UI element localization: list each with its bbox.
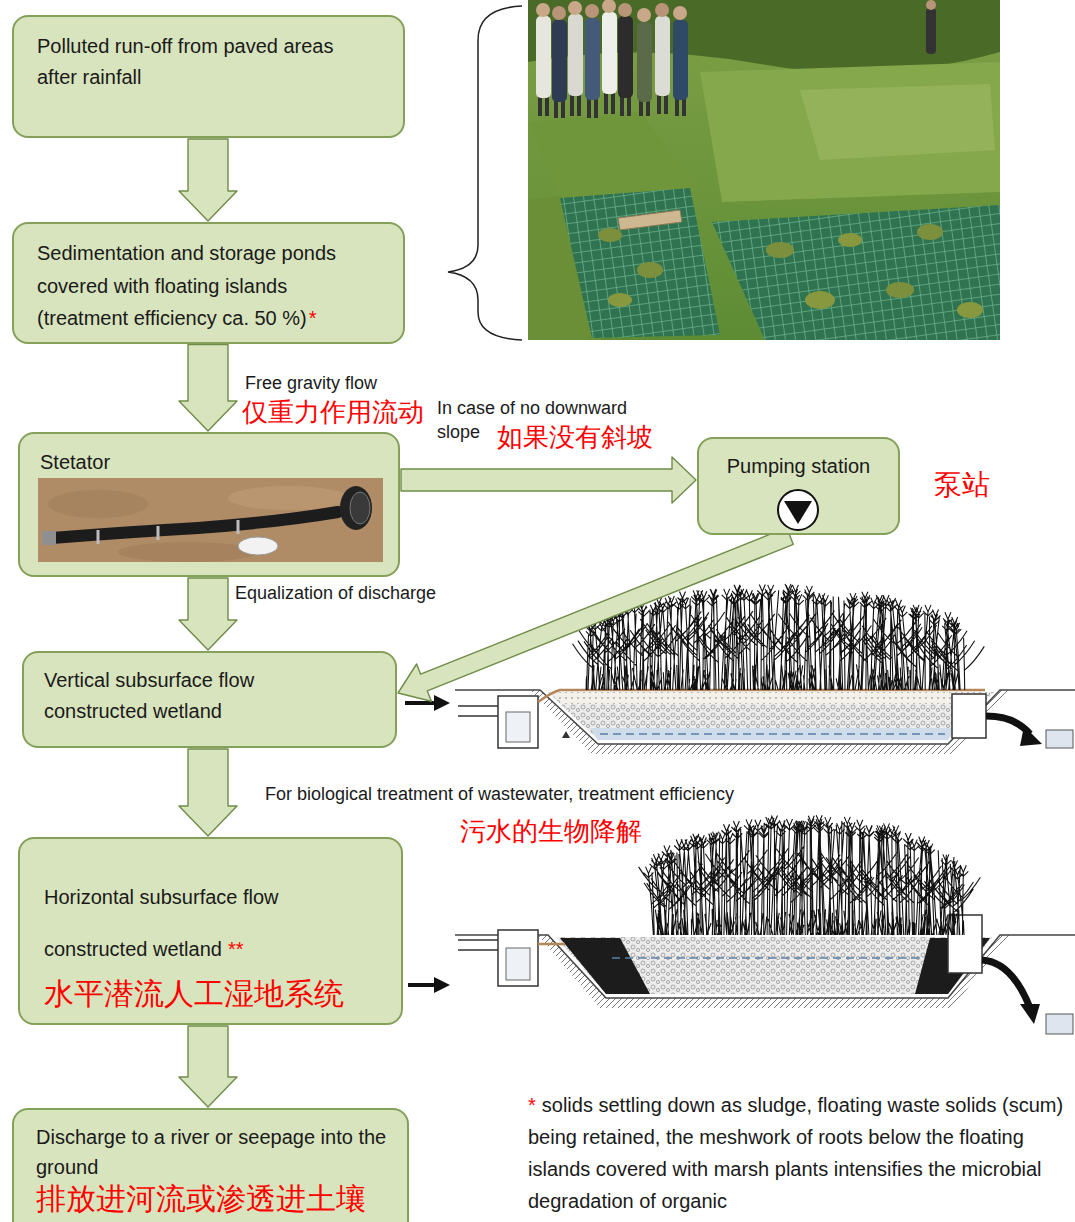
process-box: Horizontal subsurface flow constructed w… bbox=[18, 837, 403, 1025]
text-body: Polluted run-off from paved areas after … bbox=[37, 31, 367, 93]
pointer-arrows bbox=[405, 695, 450, 993]
edge-label: For biological treatment of wastewater, … bbox=[265, 783, 885, 805]
annotation-text: 排放进河流或渗透进土壤 bbox=[36, 1182, 406, 1216]
process-box: Sedimentation and storage ponds covered … bbox=[12, 222, 405, 344]
stetator-photo bbox=[38, 478, 383, 562]
block-arrow bbox=[179, 139, 237, 221]
annotation-text: 水平潜流人工湿地系统 bbox=[44, 976, 364, 1012]
annotation-text: 如果没有斜坡 bbox=[497, 422, 653, 452]
edge-label: Free gravity flow bbox=[245, 372, 455, 394]
block-arrow bbox=[179, 1026, 237, 1107]
block-arrow bbox=[401, 457, 696, 503]
text-body: Pumping station bbox=[707, 452, 890, 480]
annotation-text: ** bbox=[228, 938, 244, 960]
edge-label: Equalization of discharge bbox=[235, 582, 495, 604]
text-line: Sedimentation and storage ponds covered … bbox=[37, 238, 367, 336]
process-box: Polluted run-off from paved areas after … bbox=[12, 15, 405, 138]
text-body: Horizontal subsurface flow constructed w… bbox=[44, 872, 364, 1012]
wetland-photo bbox=[528, 0, 1000, 340]
node-text: Pumping station bbox=[707, 452, 890, 480]
block-arrow bbox=[179, 345, 237, 432]
node-text: Vertical subsurface flow constructed wet… bbox=[44, 665, 344, 727]
text-body: Discharge to a river or seepage into the… bbox=[36, 1122, 406, 1216]
horizontal-wetland-section bbox=[455, 815, 1075, 1034]
pump-symbol bbox=[776, 488, 820, 532]
reed-plants bbox=[639, 815, 981, 935]
annotation-text: 泵站 bbox=[934, 469, 990, 501]
text-body: Vertical subsurface flow constructed wet… bbox=[44, 665, 344, 727]
annotation-text: 仅重力作用流动 bbox=[242, 397, 424, 427]
node-text: Polluted run-off from paved areas after … bbox=[37, 31, 367, 93]
node-text: Horizontal subsurface flow constructed w… bbox=[44, 886, 279, 960]
footnote-text: * bbox=[528, 1094, 536, 1116]
brace bbox=[448, 6, 522, 340]
process-box: Vertical subsurface flow constructed wet… bbox=[22, 651, 397, 748]
node-text: Sedimentation and storage ponds covered … bbox=[37, 242, 336, 329]
block-arrow bbox=[398, 528, 793, 702]
footnote-text: solids settling down as sludge, floating… bbox=[528, 1094, 1063, 1212]
text-line: Horizontal subsurface flow constructed w… bbox=[44, 872, 364, 976]
text-body: Stetator bbox=[40, 448, 380, 476]
text-body: Sedimentation and storage ponds covered … bbox=[37, 238, 367, 336]
footnote: *solids settling down as sludge, floatin… bbox=[528, 1090, 1064, 1218]
process-box: Discharge to a river or seepage into the… bbox=[12, 1108, 409, 1222]
vertical-wetland-section bbox=[455, 584, 1075, 754]
node-text: Discharge to a river or seepage into the… bbox=[36, 1122, 406, 1182]
block-arrow bbox=[179, 578, 237, 650]
node-text: Stetator bbox=[40, 448, 380, 476]
block-arrow bbox=[179, 749, 237, 836]
annotation-text: 污水的生物降解 bbox=[460, 816, 642, 846]
annotation-text: * bbox=[309, 307, 317, 329]
